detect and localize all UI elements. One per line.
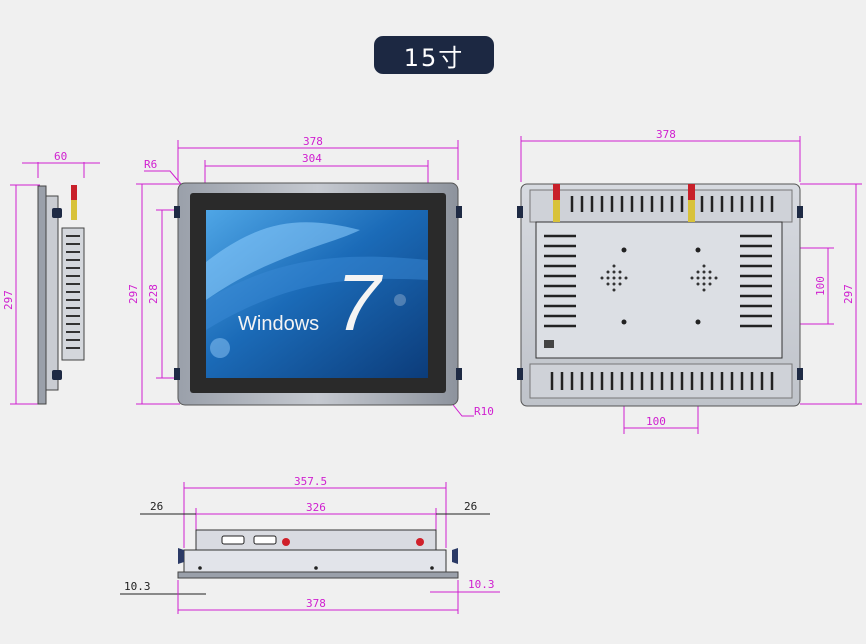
- back-clamp-tr: [797, 206, 803, 218]
- side-antenna-base: [71, 200, 77, 220]
- side-bracket-bottom: [52, 370, 62, 380]
- bottom-clamp-right: [452, 548, 458, 564]
- back-clamp-br: [797, 368, 803, 380]
- front-view: 378 304 297 228 R6 R10 Windows 7: [127, 135, 494, 418]
- speaker-grille-right: [690, 264, 718, 292]
- back-height-label: 297: [842, 284, 855, 304]
- bottom-front-edge: [177, 571, 459, 579]
- side-vent-slots: [66, 235, 80, 349]
- bottom-left-offset-label: 26: [150, 500, 163, 513]
- back-antenna-right-base: [688, 200, 695, 222]
- vesa-mount-holes: [621, 247, 701, 325]
- back-vesa-vertical-label: 100: [814, 276, 827, 296]
- side-view: 60 297: [2, 150, 100, 405]
- bottom-right-edge-label: 10.3: [468, 578, 495, 591]
- title-text: 15寸: [403, 43, 465, 72]
- bottom-right-offset-label: 26: [464, 500, 477, 513]
- screen-swoosh: [206, 222, 360, 300]
- back-antenna-left: [553, 184, 560, 204]
- front-clamp-bl: [174, 368, 180, 380]
- screen-version-text: 7: [336, 258, 383, 347]
- screen-windows-text: Windows: [238, 313, 319, 335]
- bottom-connectors: [221, 535, 424, 546]
- front-corner-radius-label: R6: [144, 158, 157, 171]
- side-height-label: 297: [2, 290, 15, 310]
- bottom-view: 357.5 326 26 26 10.3 10.3 378: [120, 475, 500, 614]
- front-width-label: 378: [303, 135, 323, 148]
- back-antenna-left-base: [553, 200, 560, 222]
- back-view: 378 297 100 100: [517, 128, 862, 434]
- side-depth-label: 60: [54, 150, 67, 163]
- side-housing: [45, 195, 59, 391]
- side-bracket-top: [52, 208, 62, 218]
- front-active-width-label: 304: [302, 152, 322, 165]
- front-clamp-tr: [456, 206, 462, 218]
- side-panel-front: [37, 185, 47, 405]
- back-vesa-horizontal-label: 100: [646, 415, 666, 428]
- bottom-clamp-left: [178, 548, 184, 564]
- back-clamp-bl: [517, 368, 523, 380]
- title-badge: 15寸: [374, 36, 494, 74]
- bottom-inner-width-label: 357.5: [294, 475, 327, 488]
- back-top-vents: [570, 196, 774, 212]
- speaker-grille-left: [600, 264, 628, 292]
- back-clamp-tl: [517, 206, 523, 218]
- back-main-box: [535, 221, 783, 359]
- back-bottom-vents: [550, 372, 774, 390]
- bottom-total-width-label: 378: [306, 597, 326, 610]
- front-outer-radius-label: R10: [474, 405, 494, 418]
- front-clamp-br: [456, 368, 462, 380]
- front-clamp-tl: [174, 206, 180, 218]
- back-left-vents: [544, 234, 576, 328]
- back-right-vents: [740, 234, 772, 328]
- bottom-left-edge-label: 10.3: [124, 580, 151, 593]
- back-antenna-right: [688, 184, 695, 204]
- bottom-cutout-width-label: 326: [306, 501, 326, 514]
- back-port: [544, 340, 554, 348]
- front-active-height-label: 228: [147, 284, 160, 304]
- front-height-label: 297: [127, 284, 140, 304]
- back-width-label: 378: [656, 128, 676, 141]
